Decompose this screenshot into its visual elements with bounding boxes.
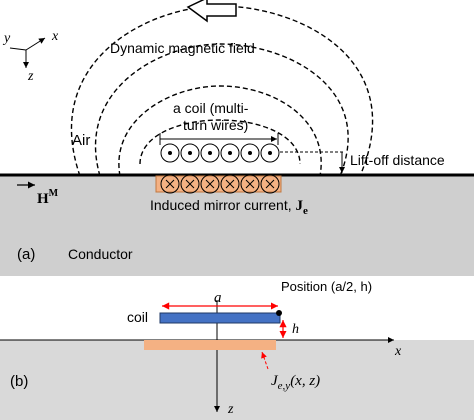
wire-out-dot: [248, 151, 252, 155]
wire-in-icon: [200, 174, 220, 194]
wire-in-cross: [225, 179, 235, 189]
hm-indicator: HM: [17, 181, 59, 207]
conductor-region-b: [0, 340, 474, 420]
position-dot: [276, 310, 282, 316]
current-label: Je,y(x, z): [271, 373, 320, 392]
coil-bar: [159, 312, 281, 324]
position-label: Position (a/2, h): [281, 279, 372, 294]
hm-label: HM: [37, 188, 59, 207]
panel-b-label: (b): [10, 373, 28, 390]
liftoff-indicator: [280, 151, 345, 173]
current-band: [144, 340, 276, 350]
axes-indicator: y x z: [2, 29, 59, 84]
axis-x-label: x: [51, 29, 59, 44]
width-label: a: [214, 290, 222, 306]
wire-in-icon: [160, 174, 180, 194]
wire-out-dot: [228, 151, 232, 155]
wire-in-icon: [220, 174, 240, 194]
panel-b: x z coil a Position (a/2, h) h Je,y(x, z…: [0, 279, 474, 420]
panel-a: y x z Dynamic magnetic field a coil (mul…: [0, 0, 474, 276]
conductor-region: [0, 176, 474, 276]
x-axis-label: x: [394, 344, 402, 359]
wire-in-cross: [205, 179, 215, 189]
wire-in-icon: [240, 174, 260, 194]
panel-a-label: (a): [17, 246, 35, 263]
coil-label: coil: [127, 309, 148, 325]
air-label: Air: [72, 132, 90, 149]
wire-in-cross: [265, 179, 275, 189]
axis-y-label: y: [2, 31, 11, 46]
wire-in-cross: [165, 179, 175, 189]
current-leader: [261, 351, 269, 370]
coil-label-line1: a coil (multi-: [173, 100, 249, 116]
height-label: h: [292, 322, 299, 337]
wire-out-dot: [208, 151, 212, 155]
axis-z-label: z: [27, 69, 34, 84]
wire-in-cross: [185, 179, 195, 189]
conductor-label: Conductor: [68, 246, 133, 262]
coil-width-bracket: [159, 133, 279, 145]
z-axis-label: z: [227, 402, 234, 417]
coil-wires: [160, 143, 280, 163]
liftoff-label: Lift-off distance: [350, 152, 445, 168]
wire-in-icon: [180, 174, 200, 194]
field-lines: [70, 5, 374, 177]
mirror-current-label: Induced mirror current, Je: [150, 197, 308, 217]
wire-in-cross: [245, 179, 255, 189]
wire-in-icon: [260, 174, 280, 194]
coil-label-line2: turn wires): [183, 117, 248, 133]
wire-out-dot: [268, 151, 272, 155]
wire-out-dot: [188, 151, 192, 155]
mirror-wires: [160, 174, 280, 194]
wire-out-dot: [168, 151, 172, 155]
field-label: Dynamic magnetic field: [110, 40, 255, 56]
field-direction-arrow: [186, 0, 237, 23]
